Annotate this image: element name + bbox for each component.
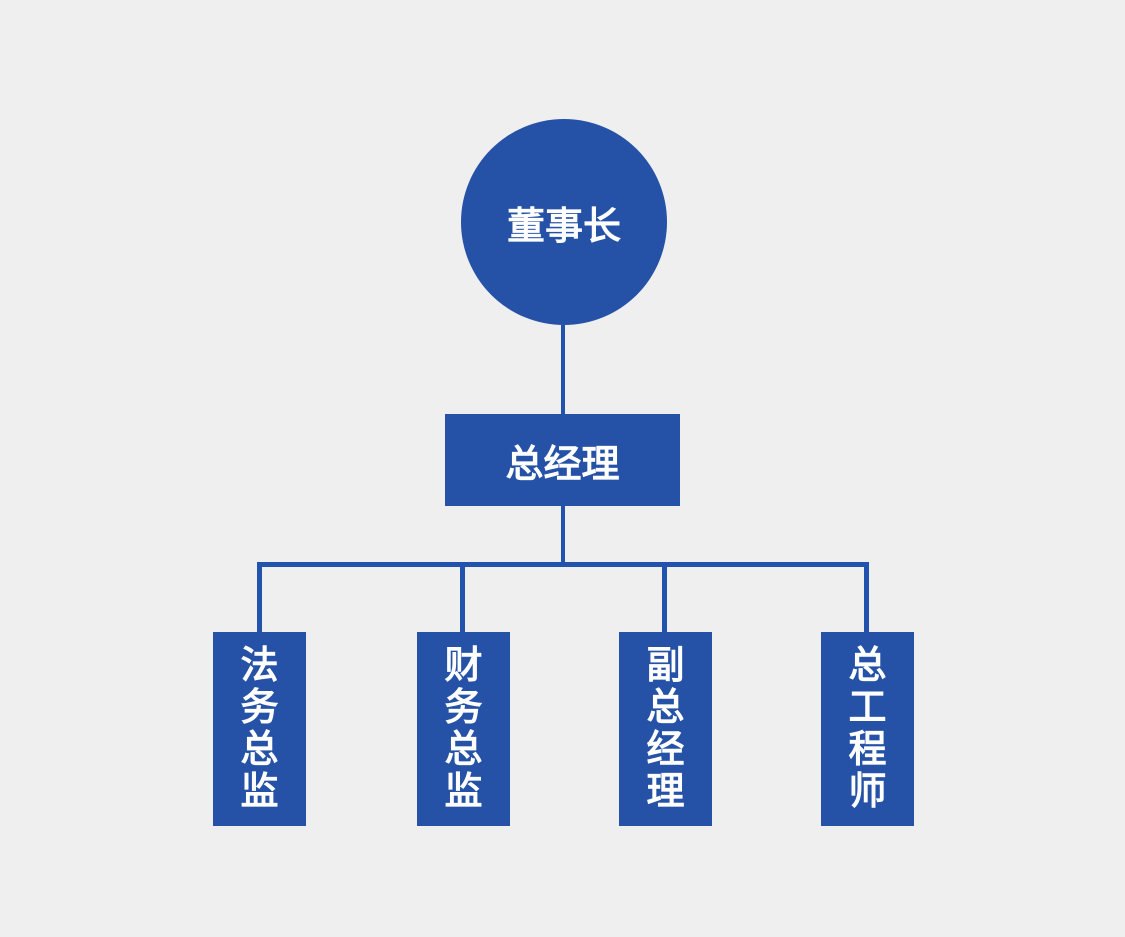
- connector-drop-finance-director: [460, 562, 465, 632]
- org-node-legal-director-label: 法务总监: [240, 645, 279, 813]
- connector-root-to-manager: [561, 325, 565, 414]
- connector-manager-to-bus: [561, 506, 565, 566]
- org-node-general-manager[interactable]: 总经理: [445, 414, 680, 506]
- connector-drop-legal-director: [257, 562, 262, 632]
- org-node-chairman[interactable]: 董事长: [461, 119, 667, 325]
- connector-drop-chief-engineer: [864, 562, 869, 632]
- org-node-finance-director-label: 财务总监: [444, 645, 483, 813]
- org-node-general-manager-label: 总经理: [505, 443, 620, 486]
- org-node-legal-director[interactable]: 法务总监: [213, 632, 306, 826]
- org-node-deputy-general-manager-label: 副总经理: [646, 645, 685, 813]
- org-node-chief-engineer-label: 总工程师: [848, 645, 887, 813]
- org-node-chairman-label: 董事长: [506, 205, 621, 248]
- connector-drop-deputy-general-manager: [662, 562, 667, 632]
- org-node-finance-director[interactable]: 财务总监: [417, 632, 510, 826]
- org-node-chief-engineer[interactable]: 总工程师: [821, 632, 914, 826]
- org-node-deputy-general-manager[interactable]: 副总经理: [619, 632, 712, 826]
- connector-bus-line: [257, 562, 869, 567]
